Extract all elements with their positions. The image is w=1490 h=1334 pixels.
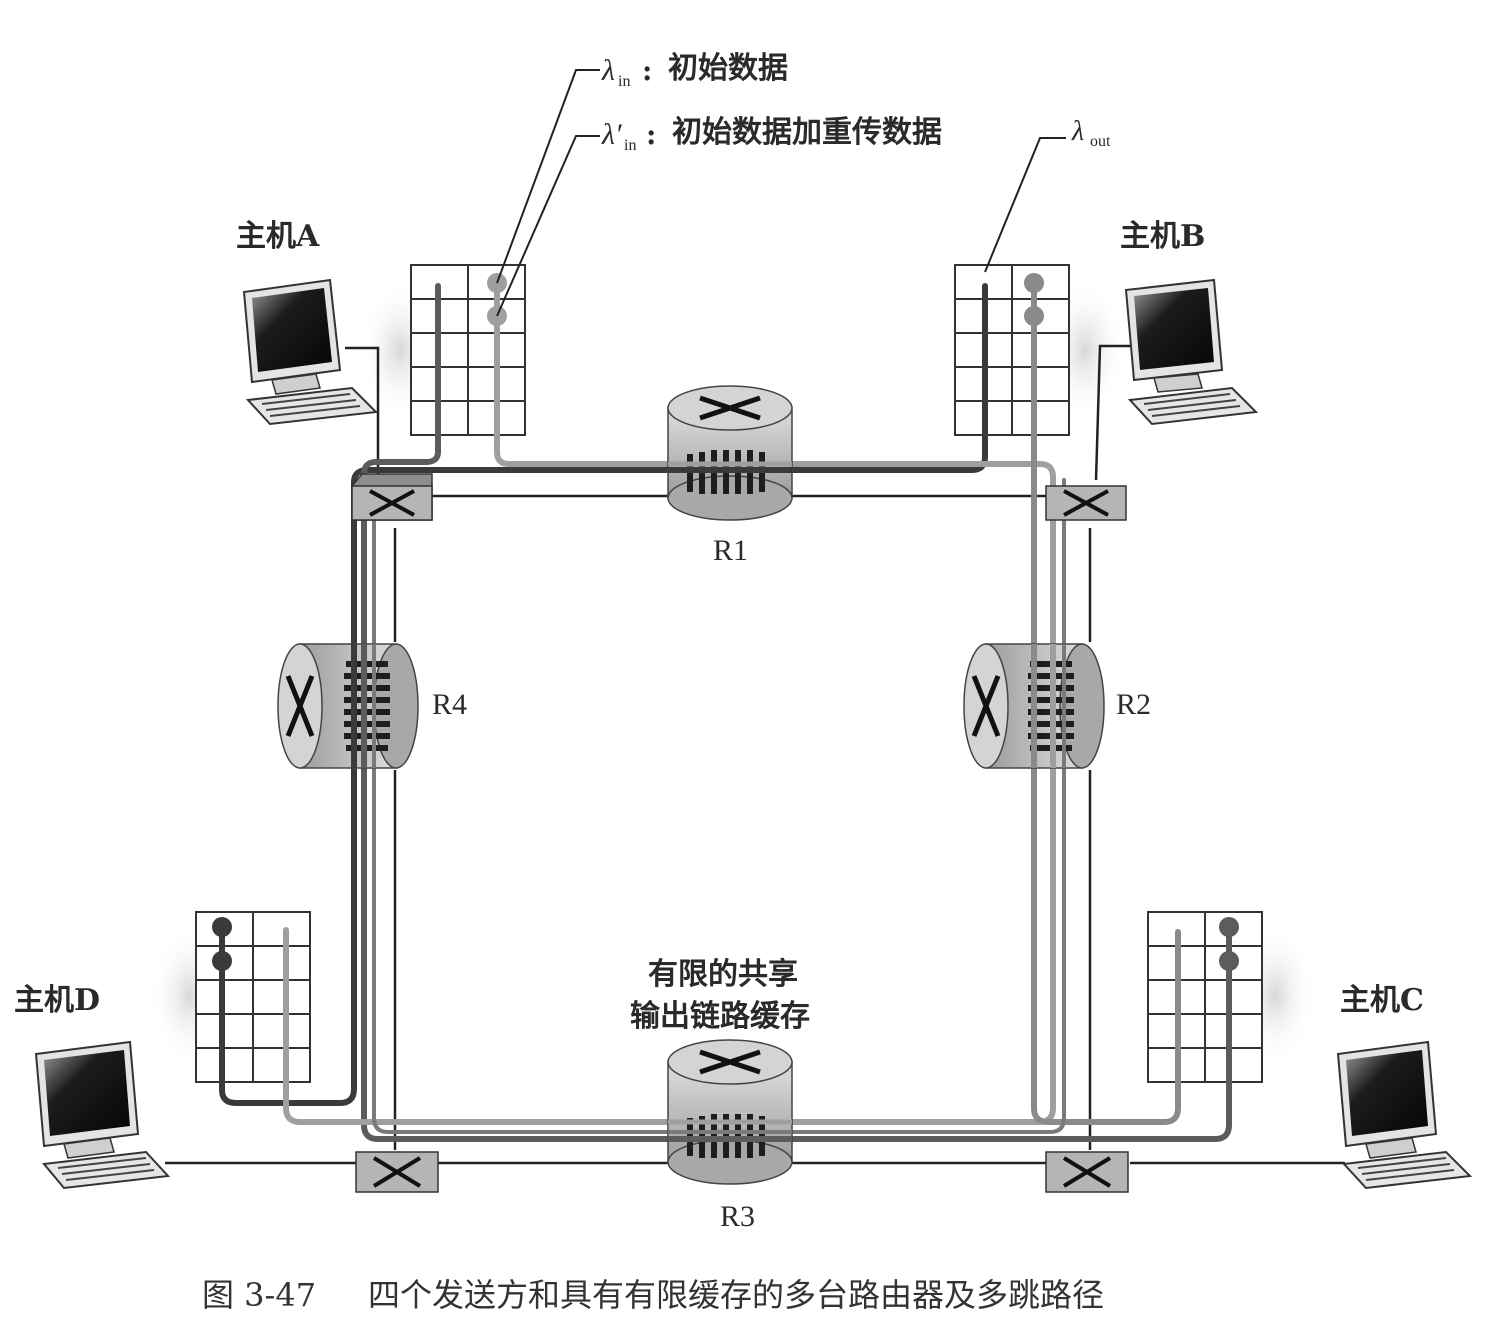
switch-d [355, 1151, 439, 1193]
annotation-lambda-in: λ in : 初始数据 [601, 51, 788, 90]
sender-table-d [195, 911, 311, 1083]
svg-text:λ: λ [601, 54, 615, 87]
path-a-to-d [283, 282, 1056, 1125]
figure-caption: 图 3-47 四个发送方和具有有限缓存的多台路由器及多跳路径 [202, 1276, 1104, 1314]
svg-text:in: in [624, 137, 636, 154]
annotation-lambda-out: λ out [1071, 116, 1111, 150]
annotation-lambda-in-prime: λ′ in : 初始数据加重传数据 [601, 115, 942, 154]
host-c-label: 主机C [1340, 983, 1424, 1018]
host-a-computer-icon [242, 278, 379, 426]
path-d-to-b [219, 282, 988, 1106]
svg-text:图 3-47: 图 3-47 [202, 1276, 316, 1314]
router-r4-label: R4 [432, 688, 467, 721]
svg-text:λ: λ [1071, 116, 1084, 147]
sender-table-b [954, 264, 1070, 436]
host-b-computer-icon [1124, 278, 1259, 426]
host-d-computer-icon [34, 1040, 171, 1190]
svg-text:初始数据: 初始数据 [668, 51, 788, 86]
router-r3 [667, 1039, 793, 1185]
switch-a [351, 473, 433, 521]
svg-text:输出链路缓存: 输出链路缓存 [630, 999, 810, 1034]
sender-table-c [1147, 911, 1263, 1083]
host-d-label: 主机D [14, 983, 100, 1018]
svg-text::: : [642, 54, 652, 87]
router-r2-label: R2 [1116, 688, 1151, 721]
svg-text:λ′: λ′ [601, 118, 622, 151]
path-a-to-c [361, 282, 1232, 1142]
svg-text:四个发送方和具有有限缓存的多台路由器及多跳路径: 四个发送方和具有有限缓存的多台路由器及多跳路径 [368, 1276, 1104, 1314]
host-c-computer-icon [1336, 1040, 1473, 1190]
switch-c [1045, 1151, 1129, 1193]
svg-text:in: in [618, 73, 630, 90]
path-b-to-a [372, 478, 1066, 1134]
router-r1 [667, 385, 793, 521]
svg-text:out: out [1090, 133, 1111, 150]
network-links [165, 344, 1345, 1165]
switch-b [1045, 485, 1127, 521]
router-r3-label: R3 [720, 1200, 755, 1233]
shared-buffer-note: 有限的共享 输出链路缓存 [630, 957, 810, 1034]
path-b-to-c [1031, 282, 1181, 1125]
svg-text:有限的共享: 有限的共享 [648, 957, 798, 992]
host-b-label: 主机B [1120, 219, 1205, 254]
annotation-leaders [496, 69, 1066, 317]
router-r4 [277, 643, 419, 769]
packet-dots [212, 273, 1239, 971]
svg-text:初始数据加重传数据: 初始数据加重传数据 [672, 115, 942, 150]
host-a-label: 主机A [236, 219, 320, 254]
router-r1-label: R1 [713, 534, 748, 567]
svg-text::: : [646, 118, 656, 151]
